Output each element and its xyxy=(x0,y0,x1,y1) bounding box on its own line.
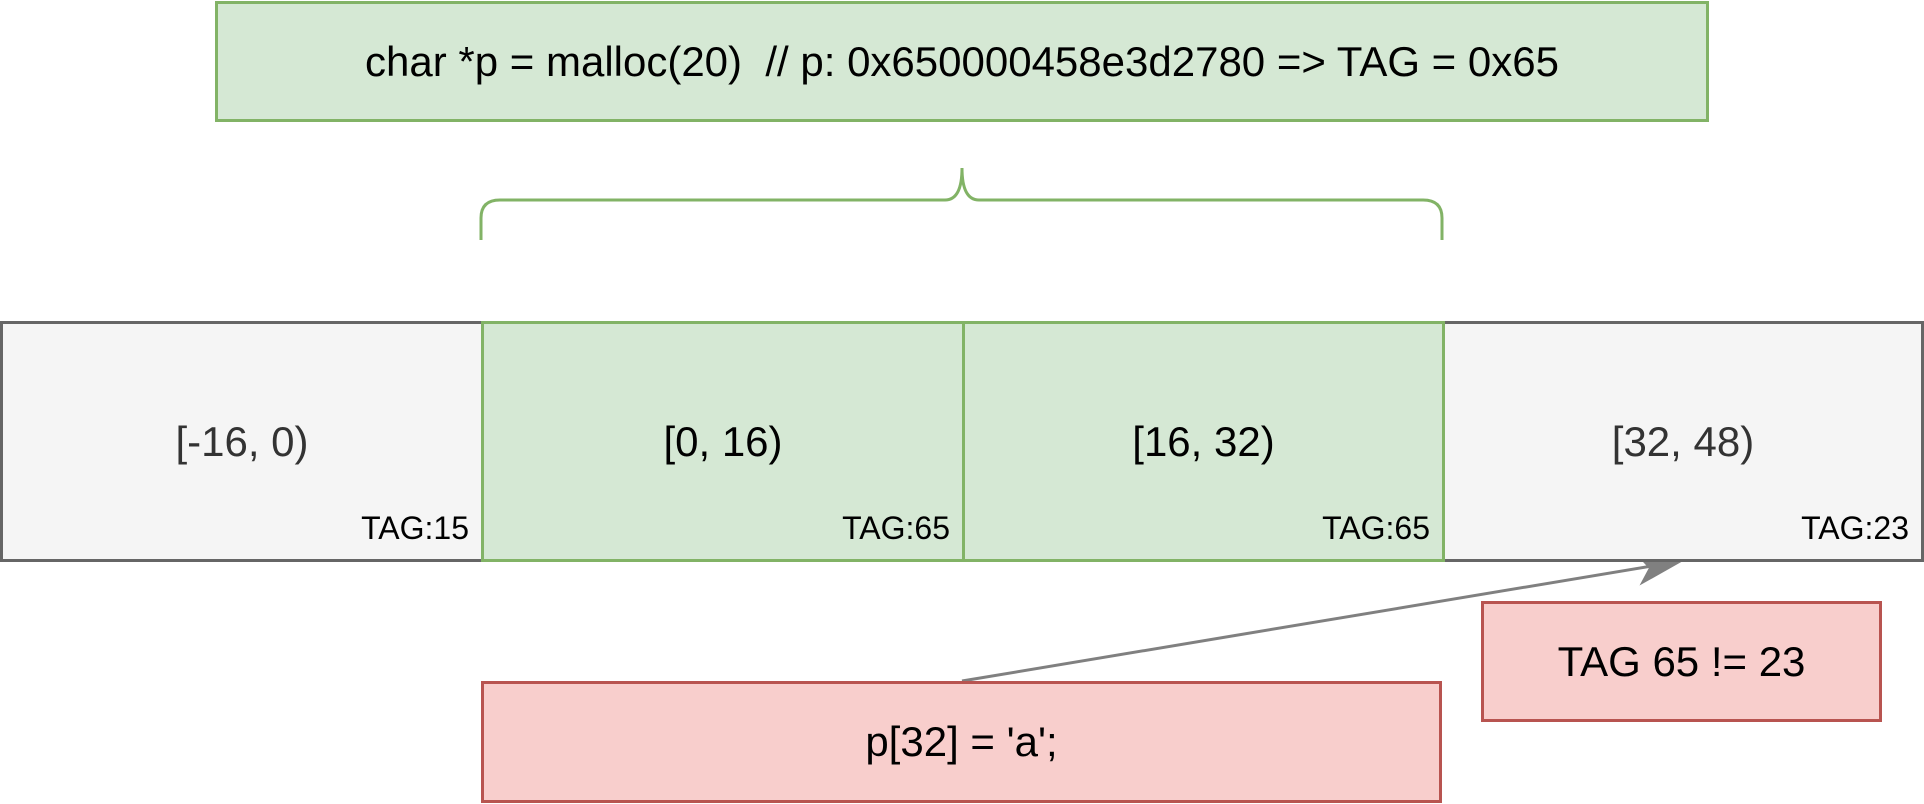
tag-mismatch-text: TAG 65 != 23 xyxy=(1557,637,1806,685)
memory-granule-2: [16, 32) TAG:65 xyxy=(962,321,1445,562)
malloc-code-text: char *p = malloc(20) // p: 0x650000458e3… xyxy=(365,37,1559,85)
tag-mismatch-box: TAG 65 != 23 xyxy=(1481,601,1882,722)
granule-tag: TAG:23 xyxy=(1801,510,1909,546)
access-code-box: p[32] = 'a'; xyxy=(481,681,1442,803)
access-arrow xyxy=(961,561,1671,683)
granule-range: [16, 32) xyxy=(1132,417,1275,465)
granule-range: [32, 48) xyxy=(1611,417,1755,465)
memory-granule-3: [32, 48) TAG:23 xyxy=(1442,321,1924,562)
malloc-code-box: char *p = malloc(20) // p: 0x650000458e3… xyxy=(215,1,1709,122)
access-code-text: p[32] = 'a'; xyxy=(865,718,1058,765)
allocation-brace xyxy=(479,167,1444,240)
memory-granule-1: [0, 16) TAG:65 xyxy=(481,321,965,562)
granule-tag: TAG:65 xyxy=(1322,510,1430,546)
granule-range: [0, 16) xyxy=(663,417,783,465)
memory-granule-0: [-16, 0) TAG:15 xyxy=(0,321,484,562)
granule-tag: TAG:65 xyxy=(842,510,950,546)
granule-tag: TAG:15 xyxy=(361,510,469,546)
granule-range: [-16, 0) xyxy=(175,417,309,465)
